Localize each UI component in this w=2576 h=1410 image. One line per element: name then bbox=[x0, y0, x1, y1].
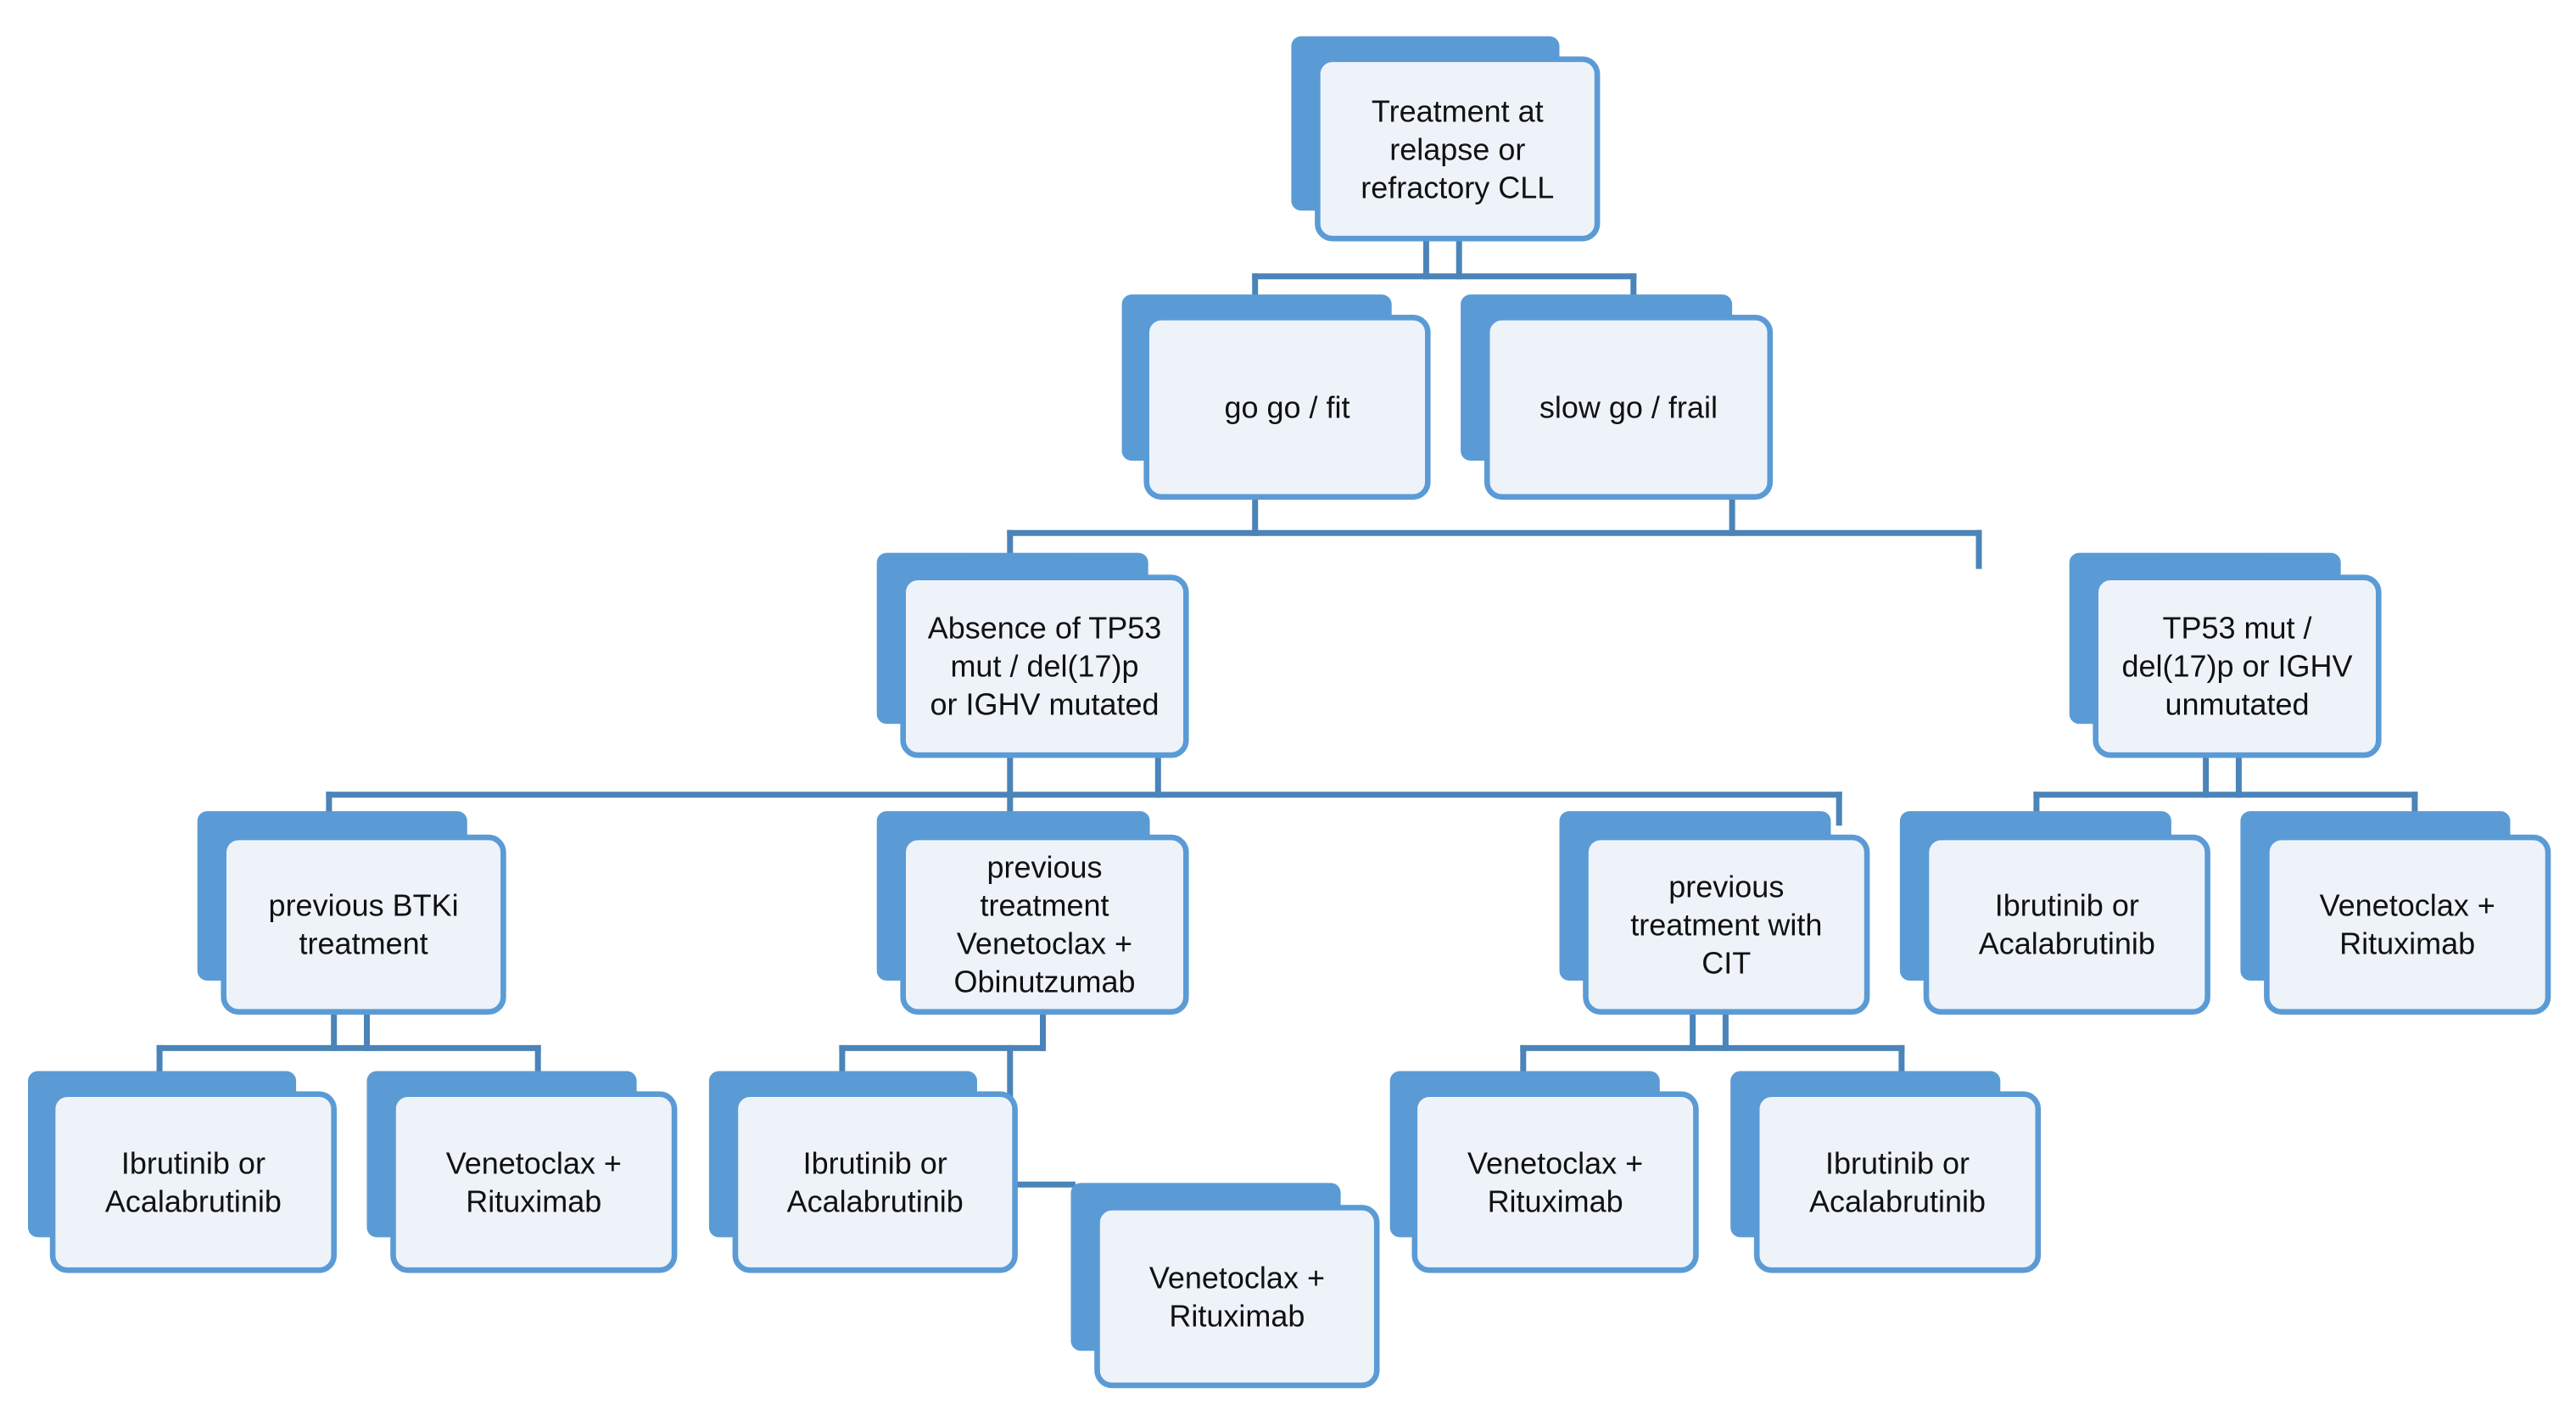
node-label-line: treatment bbox=[299, 926, 428, 961]
node-box bbox=[1583, 834, 1870, 1015]
node-venobi-venetoclax: Venetoclax + Rituximab bbox=[1070, 1183, 1380, 1389]
node-box bbox=[900, 834, 1189, 1015]
node-label-line: Venetoclax + bbox=[2320, 888, 2495, 923]
node-box bbox=[1315, 56, 1601, 242]
node-label-line: Treatment at bbox=[1372, 94, 1544, 129]
node-label-line: Absence of TP53 bbox=[928, 611, 1162, 646]
node-label-line: treatment bbox=[980, 888, 1109, 923]
node-box bbox=[2093, 574, 2382, 758]
node-label-line: previous bbox=[1668, 870, 1784, 904]
node-cit-venetoclax: Venetoclax +Rituximab bbox=[1389, 1071, 1699, 1273]
node-label-line: refractory CLL bbox=[1361, 171, 1554, 205]
node-label-line: previous BTKi bbox=[269, 888, 459, 923]
node-label-line: Ibrutinib or bbox=[121, 1146, 265, 1181]
node-label-line: Acalabrutinib bbox=[105, 1184, 282, 1219]
connector-lines bbox=[156, 235, 2418, 1188]
node-label-line: mut / del(17)p bbox=[950, 649, 1138, 684]
node-label-line: slow go / frail bbox=[1539, 390, 1718, 425]
node-label-line: unmutated bbox=[2165, 687, 2309, 722]
node-label-line: or IGHV mutated bbox=[930, 687, 1159, 722]
node-box bbox=[2264, 834, 2551, 1015]
node-label-line: TP53 mut / bbox=[2162, 611, 2311, 646]
node-label-line: Ibrutinib or bbox=[803, 1146, 947, 1181]
node-box bbox=[390, 1091, 678, 1273]
node-box bbox=[1923, 834, 2210, 1015]
node-label-line: Ibrutinib or bbox=[1995, 888, 2139, 923]
node-label-line: treatment with bbox=[1630, 908, 1822, 943]
node-label-line: Venetoclax + bbox=[1149, 1261, 1325, 1295]
node-label-line: go go / fit bbox=[1224, 390, 1349, 425]
node-label-line: CIT bbox=[1702, 946, 1751, 981]
node-label-line: Obinutzumab bbox=[953, 965, 1135, 999]
node-tp53-venetoclax: Venetoclax +Rituximab bbox=[2240, 811, 2551, 1015]
node-box bbox=[732, 1091, 1018, 1273]
node-btki-venetoclax: Venetoclax +Rituximab bbox=[366, 1071, 678, 1273]
node-label-line: Rituximab bbox=[466, 1184, 601, 1219]
node-label-line: Venetoclax + bbox=[1467, 1146, 1643, 1181]
node-label-line: del(17)p or IGHV bbox=[2121, 649, 2352, 684]
node-label-line: Venetoclax + bbox=[957, 926, 1132, 961]
node-label-line: Rituximab bbox=[2339, 926, 2475, 961]
node-box bbox=[1094, 1205, 1380, 1389]
node-label-line: Ibrutinib or bbox=[1825, 1146, 1970, 1181]
node-box bbox=[1753, 1091, 2042, 1273]
node-label-line: Acalabrutinib bbox=[1809, 1184, 1986, 1219]
node-box bbox=[1411, 1091, 1699, 1273]
node-label-line: Acalabrutinib bbox=[787, 1184, 964, 1219]
node-label-line: Rituximab bbox=[1488, 1184, 1623, 1219]
node-box bbox=[221, 834, 506, 1015]
node-label-line: Acalabrutinib bbox=[1979, 926, 2155, 961]
node-label-line: previous bbox=[986, 850, 1102, 885]
node-label-line: Venetoclax + bbox=[446, 1146, 622, 1181]
node-slow-go-frail: slow go / frail bbox=[1461, 294, 1774, 500]
node-box bbox=[1143, 314, 1431, 500]
node-box bbox=[900, 574, 1189, 758]
node-label-line: relapse or bbox=[1389, 132, 1525, 167]
node-box bbox=[1484, 314, 1774, 500]
node-label-line: Rituximab bbox=[1169, 1299, 1305, 1334]
node-box bbox=[49, 1091, 338, 1273]
node-go-go-fit: go go / fit bbox=[1121, 294, 1431, 500]
